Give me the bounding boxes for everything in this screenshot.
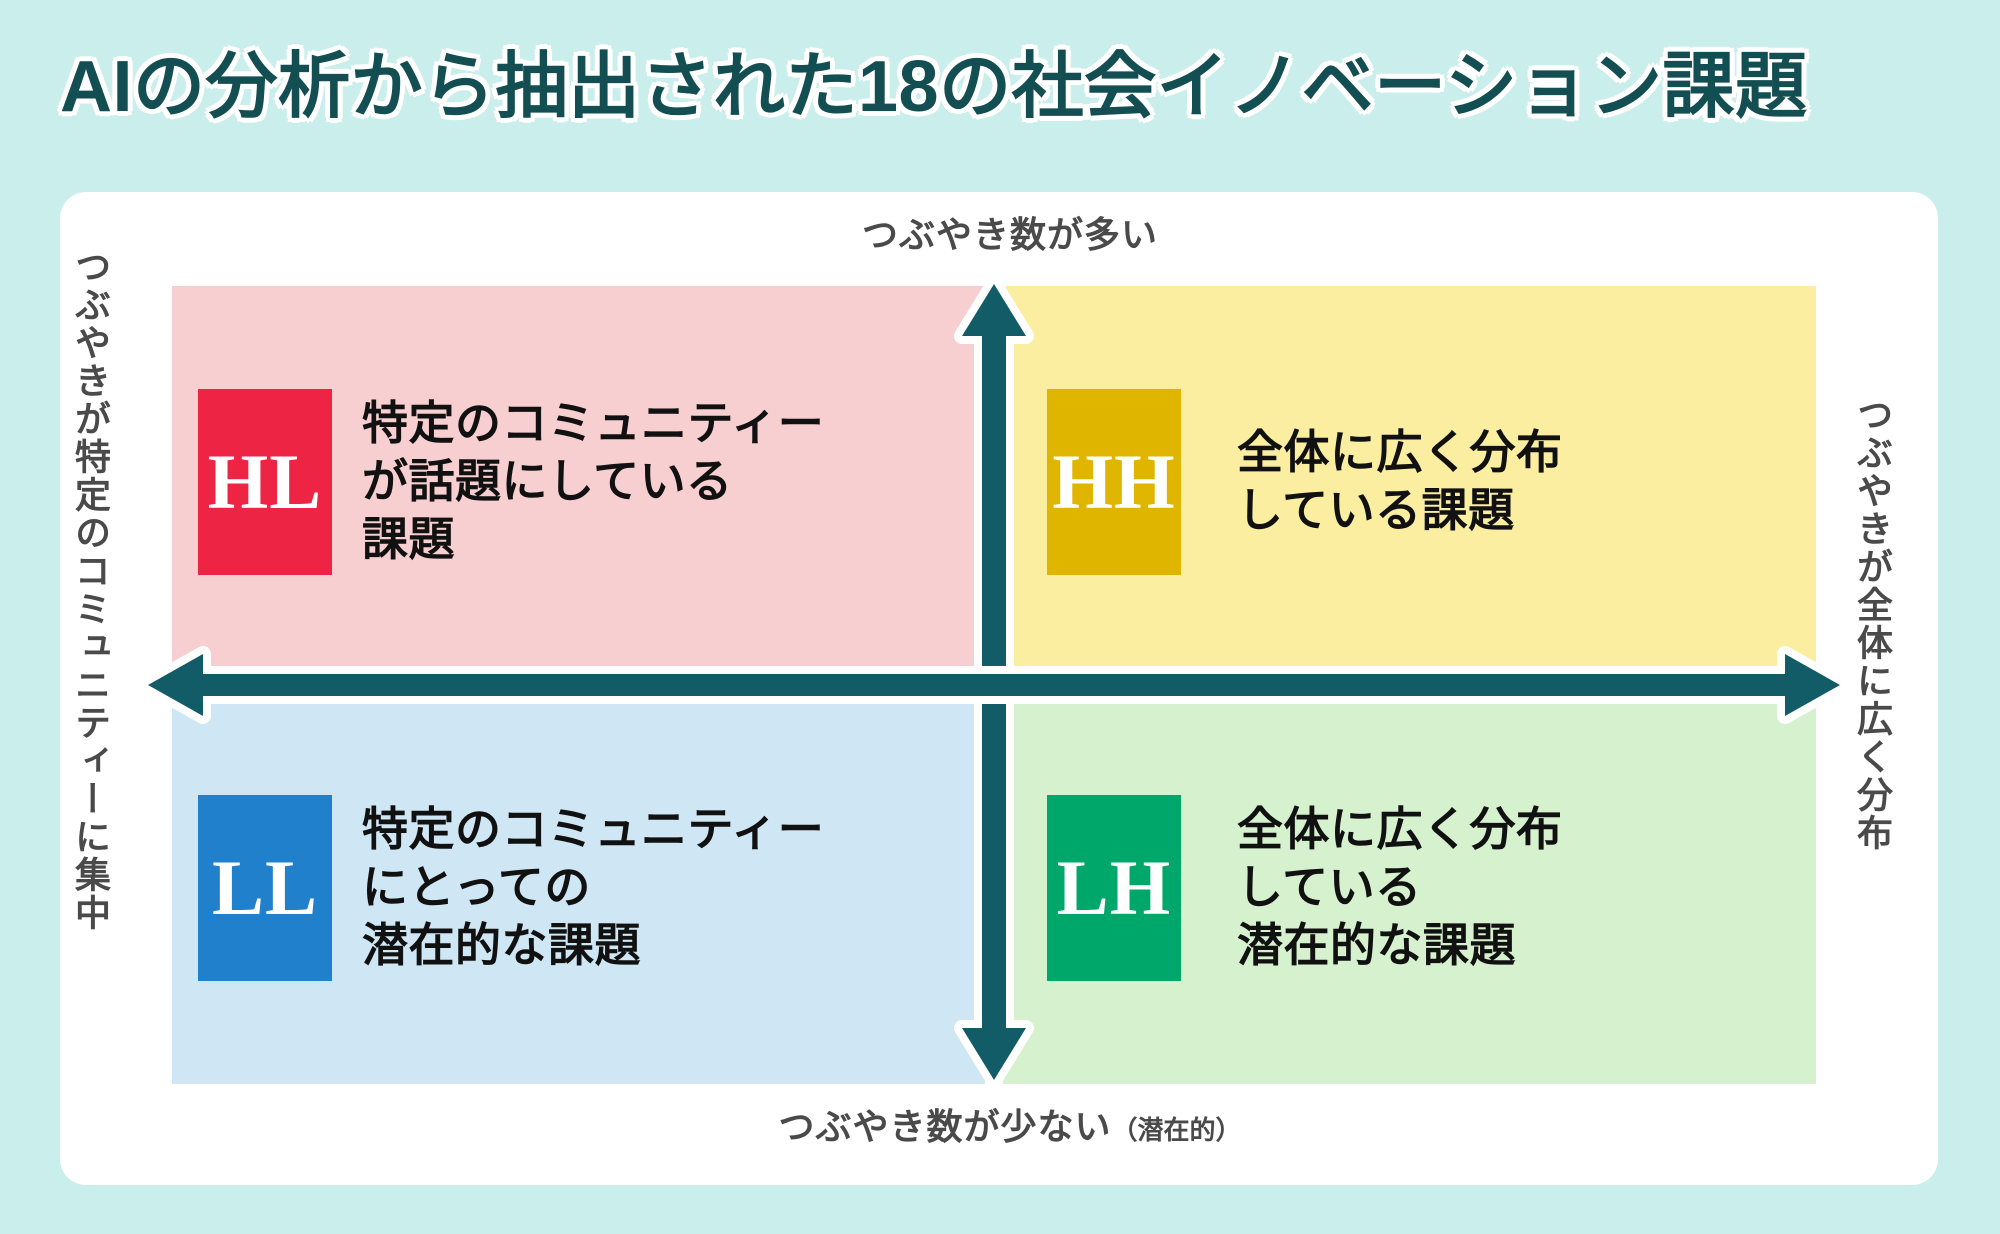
quadrant-grid: HL 特定のコミュニティー が話題にしている 課題 HH 全体に広く分布 してい… xyxy=(172,286,1816,1084)
axis-label-bottom-main: つぶやき数が少ない xyxy=(778,1106,1112,1147)
page-title: AIの分析から抽出された18の社会イノベーション課題 xyxy=(60,46,1808,127)
quadrant-ll: LL 特定のコミュニティー にとっての 潜在的な課題 xyxy=(172,692,985,1084)
axis-label-left: つぶやきが特定のコミュニティーに集中 xyxy=(70,248,111,932)
quadrant-hh: HH 全体に広く分布 している課題 xyxy=(1003,286,1816,678)
quadrant-hl-description: 特定のコミュニティー が話題にしている 課題 xyxy=(362,397,825,565)
quadrant-hh-description: 全体に広く分布 している課題 xyxy=(1237,426,1563,536)
badge-ll: LL xyxy=(198,795,332,981)
axis-label-bottom: つぶやき数が少ない（潜在的） xyxy=(700,1098,1320,1150)
quadrant-lh: LH 全体に広く分布 している 潜在的な課題 xyxy=(1003,692,1816,1084)
badge-hh: HH xyxy=(1047,389,1181,575)
axis-label-top: つぶやき数が多い xyxy=(861,214,1158,255)
badge-hl: HL xyxy=(198,389,332,575)
quadrant-ll-description: 特定のコミュニティー にとっての 潜在的な課題 xyxy=(362,803,825,971)
quadrant-hl: HL 特定のコミュニティー が話題にしている 課題 xyxy=(172,286,985,678)
badge-lh: LH xyxy=(1047,795,1181,981)
quadrant-lh-description: 全体に広く分布 している 潜在的な課題 xyxy=(1237,803,1563,971)
axis-label-bottom-sub: （潜在的） xyxy=(1111,1115,1242,1145)
axis-label-right: つぶやきが全体に広く分布 xyxy=(1852,396,1893,852)
